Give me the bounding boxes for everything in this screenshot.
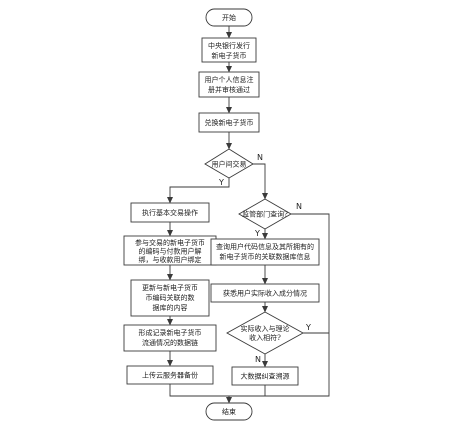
bind-label-1: 参与交易的新电子货币 [135,238,205,247]
query-label-2: 新电子货币的关联数据库信息 [220,252,311,261]
query-node: 查询用户代码信息及其所拥有的 新电子货币的关联数据库信息 [210,238,320,266]
update-db-label-3: 据库的内容 [153,303,188,312]
match-decision-node: 实际收入与理论 收入相符? [226,311,304,355]
trade-decision-node: 用户间交易 [204,148,254,179]
match-decision-label-1: 实际收入与理论 [241,324,290,333]
exchange-node: 兑换新电子货币 [198,112,260,133]
end-label: 结束 [222,407,236,416]
upload-node: 上传云服务器备份 [126,365,214,385]
bigdata-label: 大数据纠查溯源 [241,372,290,381]
register-node: 用户个人信息注 册并审核通过 [198,71,260,98]
basic-ops-label: 执行基本交易操作 [142,208,198,217]
bind-node: 参与交易的新电子货币 的编码与付款用户解 绑，与收款用户绑定 [123,235,217,266]
match-decision-label-2: 收入相符? [249,333,281,342]
edges [167,26,330,404]
exchange-label: 兑换新电子货币 [205,118,254,127]
form-chain-node: 形成记录新电子货币 流通情况的数据链 [123,324,217,352]
supervision-no-label: N [296,202,302,211]
match-yes-label: Y [305,323,311,332]
start-label: 开始 [222,13,236,22]
query-label-1: 查询用户代码信息及其所拥有的 [216,242,314,251]
trade-yes-label: Y [218,178,224,187]
trade-decision-label: 用户间交易 [212,160,247,169]
edge-trade-no-supervision [253,163,268,200]
form-chain-label-1: 形成记录新电子货币 [139,328,202,337]
edge-supervision-no-end [229,213,330,397]
register-label-2: 册并审核通过 [208,85,250,94]
update-db-label-1: 更新与新电子货币 [142,283,198,292]
supervision-decision-label: 监管部门查询? [242,210,288,219]
income-check-label: 获悉用户实际收入成分情况 [223,289,307,298]
upload-label: 上传云服务器备份 [142,371,198,380]
issue-node: 中央银行发行 新电子货币 [201,37,257,63]
end-node: 结束 [205,402,253,421]
income-check-node: 获悉用户实际收入成分情况 [210,283,320,303]
edge-upload-end [169,384,232,404]
branch-labels: N Y N Y Y N [218,153,311,364]
supervision-decision-node: 监管部门查询? [238,198,292,230]
register-label-1: 用户个人信息注 [205,75,254,84]
update-db-node: 更新与新电子货币 币编码关联的数 据库的内容 [130,279,210,317]
bind-label-3: 绑，与收款用户绑定 [139,255,202,264]
basic-ops-node: 执行基本交易操作 [130,202,210,223]
form-chain-label-2: 流通情况的数据链 [142,338,198,347]
edge-trade-yes-basic [167,178,230,204]
match-no-label: N [255,355,261,364]
trade-no-label: N [257,153,263,162]
update-db-label-2: 币编码关联的数 [146,293,195,302]
issue-label-2: 新电子货币 [212,51,247,60]
start-node: 开始 [205,8,253,27]
supervision-yes-label: Y [254,229,260,238]
bind-label-2: 的编码与付款用户解 [139,247,202,256]
issue-label-1: 中央银行发行 [208,41,250,50]
bigdata-node: 大数据纠查溯源 [231,366,299,386]
